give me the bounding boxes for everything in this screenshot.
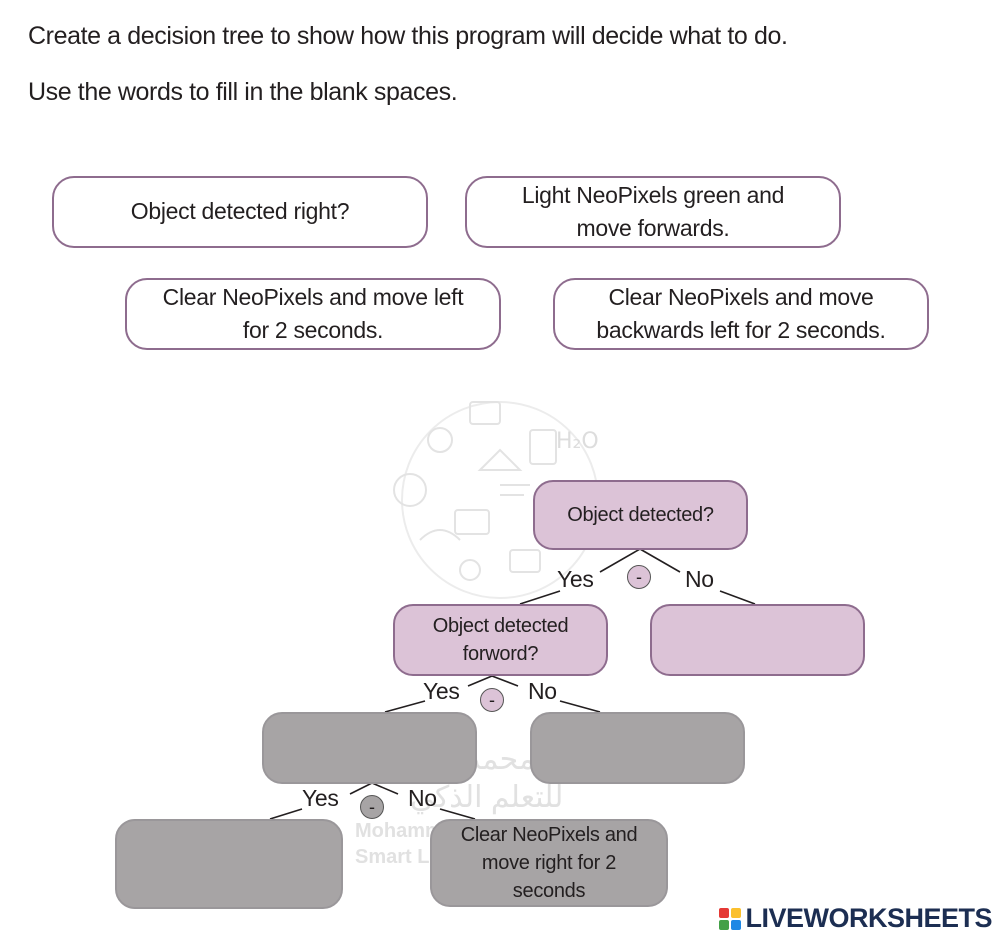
edge-label-yes: Yes [302, 785, 339, 811]
drop-zone-level3-yes[interactable] [115, 819, 343, 909]
word-tile-text: Light NeoPixels green and move forwards. [521, 181, 785, 241]
tree-node-level2: Object detected forword? [393, 604, 608, 676]
minus-icon: - [489, 690, 495, 710]
instruction-line-2: Use the words to fill in the blank space… [28, 78, 458, 106]
word-tile-move-left[interactable]: Clear NeoPixels and move left for 2 seco… [125, 278, 501, 350]
edge-label-no: No [408, 785, 437, 811]
tree-node-root: Object detected? [533, 480, 748, 550]
liveworksheets-icon [719, 907, 742, 930]
edge-label-yes: Yes [557, 566, 594, 592]
word-tile-move-backwards-left[interactable]: Clear NeoPixels and move backwards left … [553, 278, 929, 350]
svg-text:H₂O: H₂O [556, 429, 599, 454]
minus-icon: - [369, 797, 375, 817]
drop-zone-level2-yes[interactable] [262, 712, 477, 784]
word-tile-text: Object detected right? [130, 198, 350, 225]
word-tile-text: Clear NeoPixels and move backwards left … [596, 283, 886, 343]
edge-label-no: No [528, 678, 557, 704]
word-tile-object-detected-right[interactable]: Object detected right? [52, 176, 428, 248]
word-tile-text: Clear NeoPixels and move left for 2 seco… [162, 283, 464, 343]
drop-zone-root-no[interactable] [650, 604, 865, 676]
edge-label-no: No [685, 566, 714, 592]
liveworksheets-logo: LIVEWORKSHEETS [719, 903, 992, 934]
tree-node-bottom-right-label: Clear NeoPixels and move right for 2 sec… [460, 824, 638, 902]
word-tile-light-green-forwards[interactable]: Light NeoPixels green and move forwards. [465, 176, 841, 248]
tree-node-bottom-right: Clear NeoPixels and move right for 2 sec… [430, 819, 668, 907]
tree-node-root-label: Object detected? [567, 504, 714, 526]
collapse-toggle-level3[interactable]: - [360, 795, 384, 819]
drop-zone-level2-no[interactable] [530, 712, 745, 784]
collapse-toggle-root[interactable]: - [627, 565, 651, 589]
collapse-toggle-level2[interactable]: - [480, 688, 504, 712]
brand-name: LIVEWORKSHEETS [745, 903, 992, 933]
tree-node-level2-label: Object detected forword? [432, 615, 569, 665]
edge-label-yes: Yes [423, 678, 460, 704]
instruction-line-1: Create a decision tree to show how this … [28, 22, 788, 50]
minus-icon: - [636, 567, 642, 587]
watermark-arabic-2: للتعلم الذكي [410, 781, 564, 814]
